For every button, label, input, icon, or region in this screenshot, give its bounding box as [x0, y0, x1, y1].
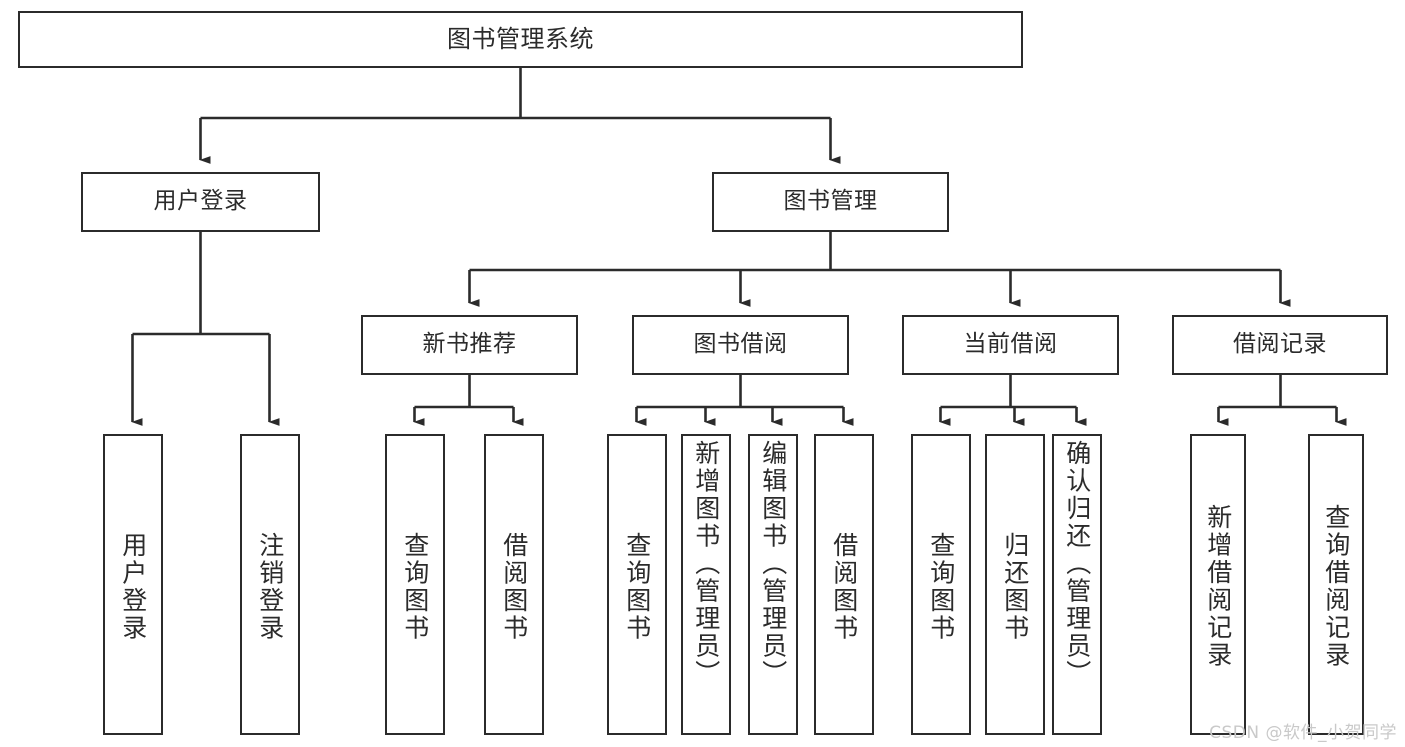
node-leaf-query-book-3-label: 查询图书 — [926, 531, 956, 642]
node-leaf-borrow-book-1[interactable]: 借阅图书 — [484, 434, 544, 735]
node-new-book-recommend-label: 新书推荐 — [422, 331, 517, 358]
node-leaf-query-borrow-record-label: 查询借阅记录 — [1321, 504, 1351, 669]
node-root[interactable]: 图书管理系统 — [18, 11, 1023, 68]
node-leaf-query-book-1[interactable]: 查询图书 — [385, 434, 445, 735]
node-leaf-add-book-admin[interactable]: 新增图书（管理员） — [681, 434, 731, 735]
node-leaf-query-book-2-label: 查询图书 — [622, 531, 652, 642]
node-leaf-user-login[interactable]: 用户登录 — [103, 434, 163, 735]
node-current-borrow[interactable]: 当前借阅 — [902, 315, 1119, 375]
node-new-book-recommend[interactable]: 新书推荐 — [361, 315, 578, 375]
node-leaf-logout-login[interactable]: 注销登录 — [240, 434, 300, 735]
node-borrow-record[interactable]: 借阅记录 — [1172, 315, 1388, 375]
node-leaf-add-book-admin-label: 新增图书（管理员） — [691, 440, 721, 688]
node-leaf-query-book-2[interactable]: 查询图书 — [607, 434, 667, 735]
node-leaf-confirm-return-admin[interactable]: 确认归还（管理员） — [1052, 434, 1102, 735]
node-current-borrow-label: 当前借阅 — [963, 331, 1058, 358]
node-leaf-return-book[interactable]: 归还图书 — [985, 434, 1045, 735]
node-leaf-query-book-1-label: 查询图书 — [400, 531, 430, 642]
node-borrow-record-label: 借阅记录 — [1233, 331, 1327, 358]
node-book-manage-label: 图书管理 — [783, 188, 878, 215]
node-leaf-query-book-3[interactable]: 查询图书 — [911, 434, 971, 735]
node-leaf-user-login-label: 用户登录 — [118, 531, 148, 642]
node-book-borrow-label: 图书借阅 — [693, 331, 788, 358]
node-leaf-query-borrow-record[interactable]: 查询借阅记录 — [1308, 434, 1364, 735]
node-leaf-edit-book-admin[interactable]: 编辑图书（管理员） — [748, 434, 798, 735]
node-user-login-label: 用户登录 — [153, 188, 248, 215]
watermark: CSDN @软件_小贺同学 — [1209, 723, 1397, 743]
node-book-manage[interactable]: 图书管理 — [712, 172, 949, 232]
node-book-borrow[interactable]: 图书借阅 — [632, 315, 849, 375]
node-leaf-borrow-book-2-label: 借阅图书 — [829, 531, 859, 642]
node-leaf-edit-book-admin-label: 编辑图书（管理员） — [758, 440, 788, 688]
node-leaf-add-borrow-record[interactable]: 新增借阅记录 — [1190, 434, 1246, 735]
node-leaf-borrow-book-2[interactable]: 借阅图书 — [814, 434, 874, 735]
node-leaf-return-book-label: 归还图书 — [1000, 531, 1030, 642]
node-leaf-borrow-book-1-label: 借阅图书 — [499, 531, 529, 642]
node-leaf-logout-login-label: 注销登录 — [255, 531, 285, 642]
node-leaf-add-borrow-record-label: 新增借阅记录 — [1203, 504, 1233, 669]
node-leaf-confirm-return-admin-label: 确认归还（管理员） — [1062, 440, 1092, 688]
node-root-label: 图书管理系统 — [447, 25, 594, 54]
node-user-login[interactable]: 用户登录 — [81, 172, 320, 232]
